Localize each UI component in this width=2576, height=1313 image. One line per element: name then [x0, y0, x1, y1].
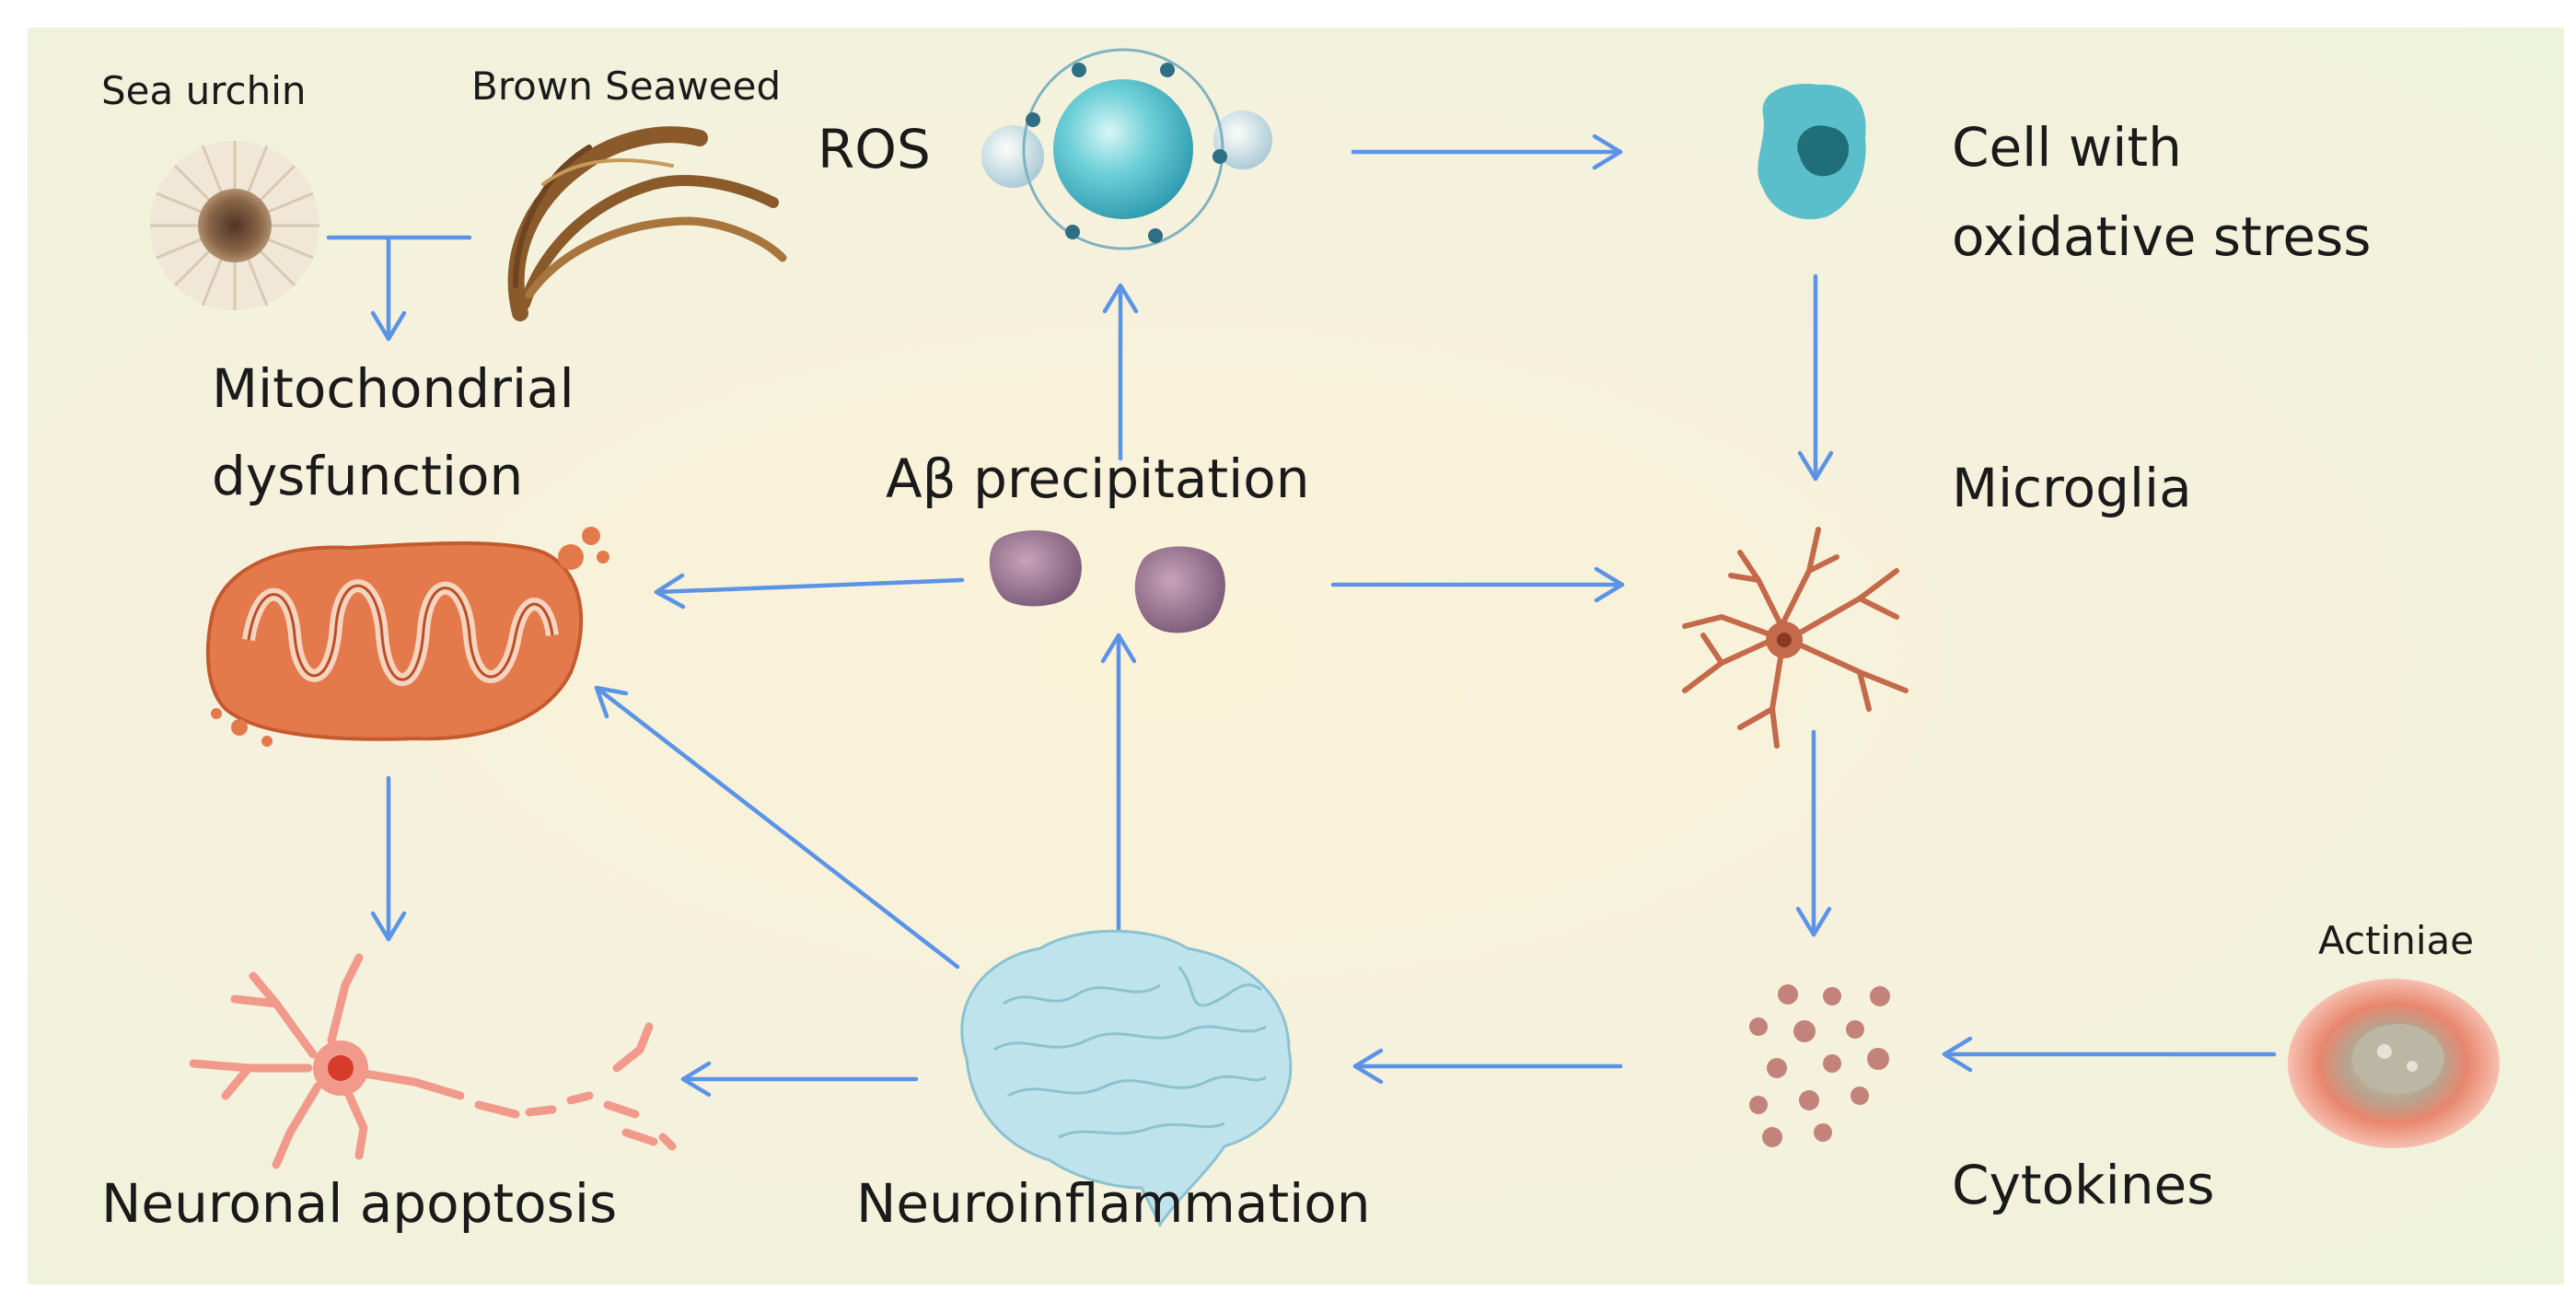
cytokines-label: Cytokines — [1952, 1154, 2215, 1216]
diagram-canvas: Sea urchin Brown Seaweed ROS Cell with o… — [28, 28, 2564, 1284]
ros-molecule-icon — [981, 48, 1272, 250]
neuroinflammation-label: Neuroinflammation — [856, 1172, 1371, 1235]
actiniae-icon — [2288, 979, 2500, 1148]
mitochondria-icon — [205, 527, 609, 747]
abeta-aggregate-icon — [989, 529, 1225, 633]
mitochondrial-label-line2: dysfunction — [212, 445, 524, 507]
arrow-abeta-to-mitochondria — [654, 573, 965, 610]
arrow-ros-to-cell — [1351, 134, 1623, 170]
brown-seaweed-label: Brown Seaweed — [471, 64, 782, 109]
neuronal-apoptosis-label: Neuronal apoptosis — [101, 1172, 618, 1235]
arrows — [326, 134, 2277, 1098]
arrow-neuroinflammation-to-abeta — [1100, 633, 1137, 937]
arrow-cell-to-microglia — [1797, 273, 1834, 482]
ros-label: ROS — [818, 118, 931, 180]
brown-seaweed-icon — [507, 126, 787, 321]
arrow-neuroinflammation-to-apoptosis — [680, 1061, 919, 1098]
sea-urchin-label: Sea urchin — [101, 68, 307, 113]
cytokines-icon — [1749, 984, 1890, 1147]
cell-label-line1: Cell with — [1952, 116, 2182, 179]
brain-icon — [960, 929, 1293, 1227]
diagram-svg — [150, 48, 2500, 1227]
arrow-actiniae-to-cytokines — [1942, 1036, 2277, 1073]
microglia-label: Microglia — [1952, 457, 2192, 519]
mitochondrial-label-line1: Mitochondrial — [212, 357, 574, 420]
arrow-abeta-to-microglia — [1330, 566, 1625, 603]
arrow-neuroinflammation-to-mitochondria — [594, 685, 960, 970]
cell-label-line2: oxidative stress — [1952, 205, 2372, 268]
neuron-apoptosis-icon — [189, 953, 677, 1169]
arrow-abeta-to-ros — [1102, 283, 1139, 461]
arrow-cytokines-to-neuroinflammation — [1352, 1048, 1623, 1085]
arrow-marine-to-mitochondria — [326, 235, 472, 342]
abeta-label: Aβ precipitation — [886, 447, 1310, 510]
arrow-mitochondria-to-apoptosis — [370, 775, 407, 942]
arrow-microglia-to-cytokines — [1795, 729, 1832, 937]
microglia-icon — [1682, 527, 1909, 749]
oxidative-cell-icon — [1758, 83, 1866, 220]
actiniae-label: Actiniae — [2318, 918, 2475, 963]
sea-urchin-icon — [150, 141, 319, 310]
